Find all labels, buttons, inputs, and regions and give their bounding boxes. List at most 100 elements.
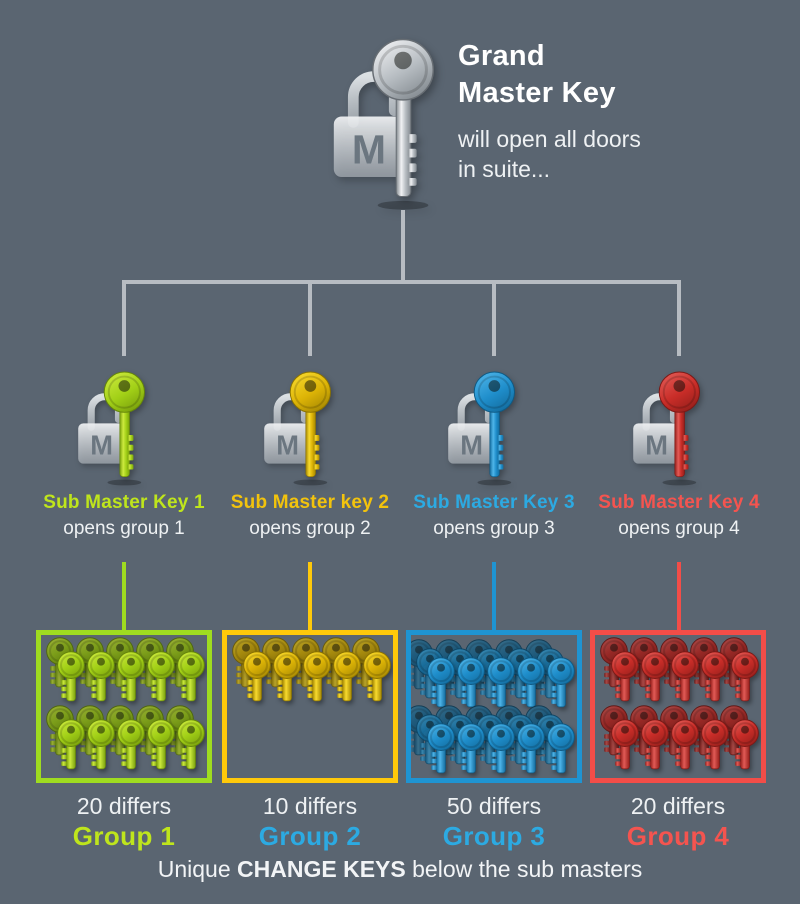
change-key-icon — [243, 651, 271, 702]
change-key-icon — [487, 657, 515, 708]
change-key-icon — [147, 719, 175, 770]
change-key — [145, 651, 177, 704]
change-key — [609, 651, 641, 704]
change-key-icon — [457, 657, 485, 708]
lock-and-key-graphic: M — [264, 371, 331, 486]
change-key — [669, 719, 701, 772]
tree-branch-line-1 — [122, 280, 126, 356]
tree-horizontal-line — [122, 280, 681, 284]
change-key-icon — [517, 723, 545, 774]
footer-text-prefix: Unique — [157, 856, 238, 882]
sub-master-lock-and-key-icon: M — [73, 362, 151, 486]
change-key — [55, 719, 87, 772]
change-key-icon — [457, 723, 485, 774]
svg-text:M: M — [352, 126, 386, 172]
change-key-icon — [427, 723, 455, 774]
change-key — [115, 719, 147, 772]
change-key-icon — [611, 719, 639, 770]
change-key — [729, 719, 761, 772]
svg-text:M: M — [645, 430, 668, 461]
svg-text:M: M — [460, 430, 483, 461]
sub-master-opens-text: opens group 3 — [433, 518, 555, 539]
footer-text-suffix: below the sub masters — [405, 856, 643, 882]
change-key-icon — [547, 657, 575, 708]
change-key-icon — [671, 719, 699, 770]
change-key — [545, 657, 577, 710]
change-key-icon — [427, 657, 455, 708]
group-name-4: Group 4 — [626, 821, 730, 851]
group-name-1: Group 1 — [72, 821, 176, 851]
lock-and-key-graphic: M — [333, 38, 434, 210]
change-key — [699, 651, 731, 704]
group-box-3 — [406, 630, 582, 783]
change-key — [515, 723, 547, 776]
change-key — [729, 651, 761, 704]
change-key — [455, 723, 487, 776]
sub-master-label: Sub Master Key 3 — [413, 492, 575, 513]
sub-master-column-1: M Sub Master Key 1 opens group 1 — [24, 362, 224, 547]
change-key-icon — [701, 719, 729, 770]
group-box-4 — [590, 630, 766, 783]
change-key — [361, 651, 393, 704]
group-stem-line-3 — [492, 562, 496, 632]
change-key — [425, 723, 457, 776]
group-stem-line-4 — [677, 562, 681, 632]
change-key — [241, 651, 273, 704]
change-key — [545, 723, 577, 776]
change-key — [271, 651, 303, 704]
change-key-icon — [611, 651, 639, 702]
sub-master-lock-and-key-icon: M — [628, 362, 706, 486]
tree-branch-line-4 — [677, 280, 681, 356]
tree-stem-line — [401, 210, 405, 282]
change-key — [175, 719, 207, 772]
change-key — [455, 657, 487, 710]
differs-count-1: 20 differs — [76, 793, 172, 819]
change-key — [115, 651, 147, 704]
sub-master-column-4: M Sub Master Key 4 opens group 4 — [579, 362, 779, 547]
footer-bold-text: CHANGE KEYS — [237, 856, 406, 882]
group-box-1 — [36, 630, 212, 783]
sub-master-label: Sub Master key 2 — [230, 492, 390, 513]
group-name-2: Group 2 — [258, 821, 362, 851]
grand-master-lock-and-key-icon: M — [326, 24, 443, 211]
change-key — [699, 719, 731, 772]
change-key — [669, 651, 701, 704]
sub-master-label: Sub Master Key 4 — [598, 492, 760, 513]
change-key-icon — [87, 651, 115, 702]
sub-master-column-3: M Sub Master Key 3 opens group 3 — [394, 362, 594, 547]
svg-text:M: M — [276, 430, 299, 461]
change-key — [301, 651, 333, 704]
change-key — [639, 651, 671, 704]
change-key-icon — [641, 651, 669, 702]
lock-and-key-graphic: M — [633, 371, 700, 486]
differs-count-2: 10 differs — [262, 793, 358, 819]
tree-branch-line-3 — [492, 280, 496, 356]
change-key-icon — [363, 651, 391, 702]
change-key — [639, 719, 671, 772]
sub-master-opens-text: opens group 1 — [63, 518, 185, 539]
sub-master-column-2: M Sub Master key 2 opens group 2 — [210, 362, 410, 547]
change-key — [85, 719, 117, 772]
sub-master-opens-text: opens group 4 — [618, 518, 740, 539]
change-key-icon — [517, 657, 545, 708]
change-key-icon — [273, 651, 301, 702]
change-key-icon — [303, 651, 331, 702]
change-key — [145, 719, 177, 772]
change-key-icon — [547, 723, 575, 774]
tree-branch-line-2 — [308, 280, 312, 356]
change-key-icon — [177, 651, 205, 702]
change-key-icon — [731, 651, 759, 702]
sub-master-lock-and-key-icon: M — [443, 362, 521, 486]
change-key-icon — [671, 651, 699, 702]
change-key-icon — [117, 651, 145, 702]
grand-master-subtitle: will open all doors in suite... — [458, 126, 641, 182]
change-key — [175, 651, 207, 704]
change-key — [485, 723, 517, 776]
change-key-icon — [57, 651, 85, 702]
group-name-3: Group 3 — [442, 821, 546, 851]
change-key — [485, 657, 517, 710]
change-key-icon — [147, 651, 175, 702]
change-key-icon — [731, 719, 759, 770]
sub-master-label: Sub Master Key 1 — [43, 492, 205, 513]
